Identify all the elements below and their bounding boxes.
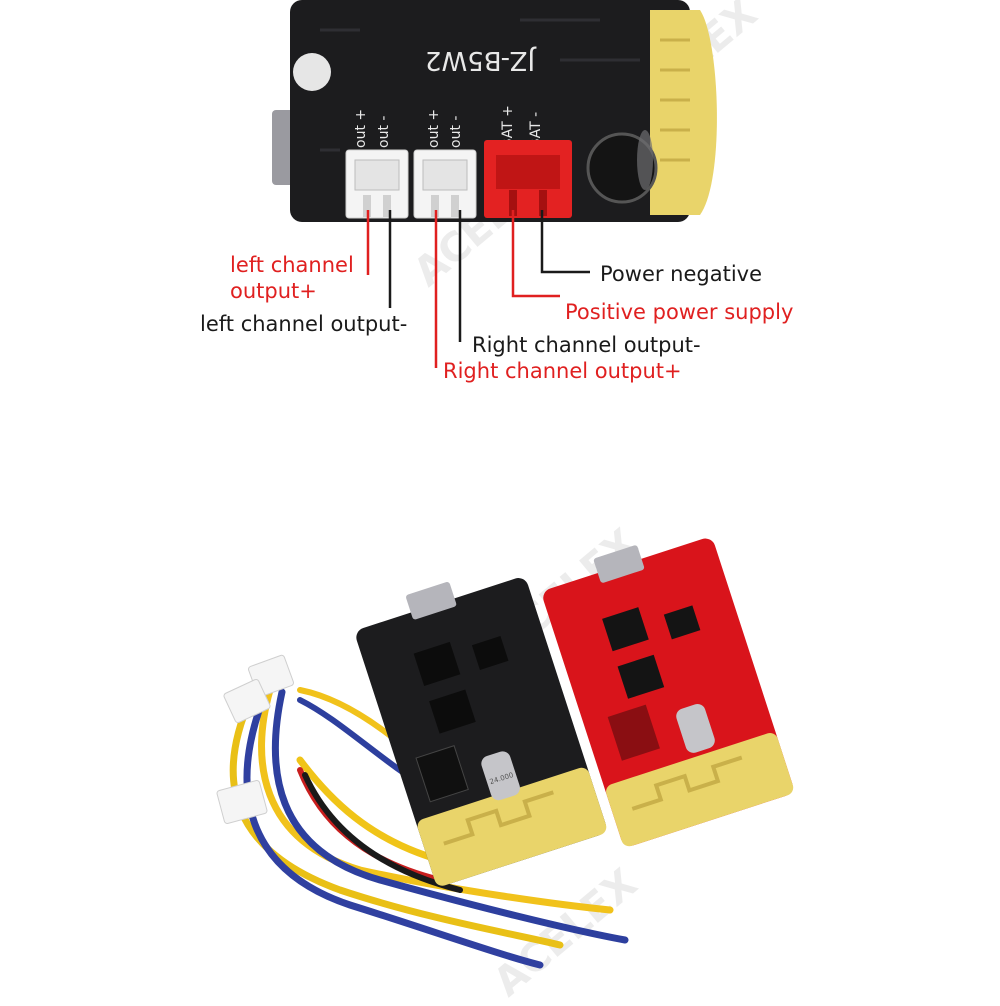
label-left-channel-output-minus: left channel output- bbox=[200, 312, 408, 336]
pin-label: out - bbox=[448, 116, 464, 148]
callout-lines bbox=[366, 210, 590, 368]
pin-label: out + bbox=[353, 109, 369, 148]
power-connector bbox=[484, 140, 572, 218]
micro-usb-port bbox=[406, 581, 457, 620]
line-positive-power bbox=[511, 210, 560, 298]
label-line: output+ bbox=[230, 279, 317, 303]
mounting-hole bbox=[293, 53, 331, 91]
silkscreen-model: JZ-B5W2 bbox=[425, 45, 537, 75]
crystal bbox=[481, 751, 520, 801]
label-line: left channel bbox=[230, 253, 354, 277]
black-board: 24.000 bbox=[356, 578, 607, 886]
antenna-area bbox=[650, 10, 717, 215]
pin-label: out - bbox=[376, 116, 392, 148]
boards-with-cables: 24.000 bbox=[216, 538, 794, 969]
cable-plug bbox=[223, 678, 271, 724]
micro-usb-port bbox=[593, 545, 645, 583]
right-channel-connector bbox=[413, 149, 477, 219]
line-power-negative bbox=[540, 210, 590, 274]
pin-label: BAT + bbox=[500, 105, 516, 148]
cable-plug bbox=[216, 780, 268, 824]
red-board bbox=[543, 538, 794, 847]
left-channel-connector bbox=[345, 149, 409, 219]
pin-label: out + bbox=[426, 109, 442, 148]
label-power-negative: Power negative bbox=[600, 262, 763, 286]
label-right-channel-output-minus: Right channel output- bbox=[472, 333, 701, 357]
label-right-channel-output-plus: Right channel output+ bbox=[443, 359, 682, 383]
pin-label: BAT - bbox=[528, 112, 544, 148]
label-positive-power-supply: Positive power supply bbox=[565, 300, 794, 324]
label-left-channel-output-plus: left channel output+ bbox=[230, 252, 354, 304]
pcb-top-view: JZ-B5W2 out + out - out + out - BAT + BA… bbox=[272, 0, 717, 222]
